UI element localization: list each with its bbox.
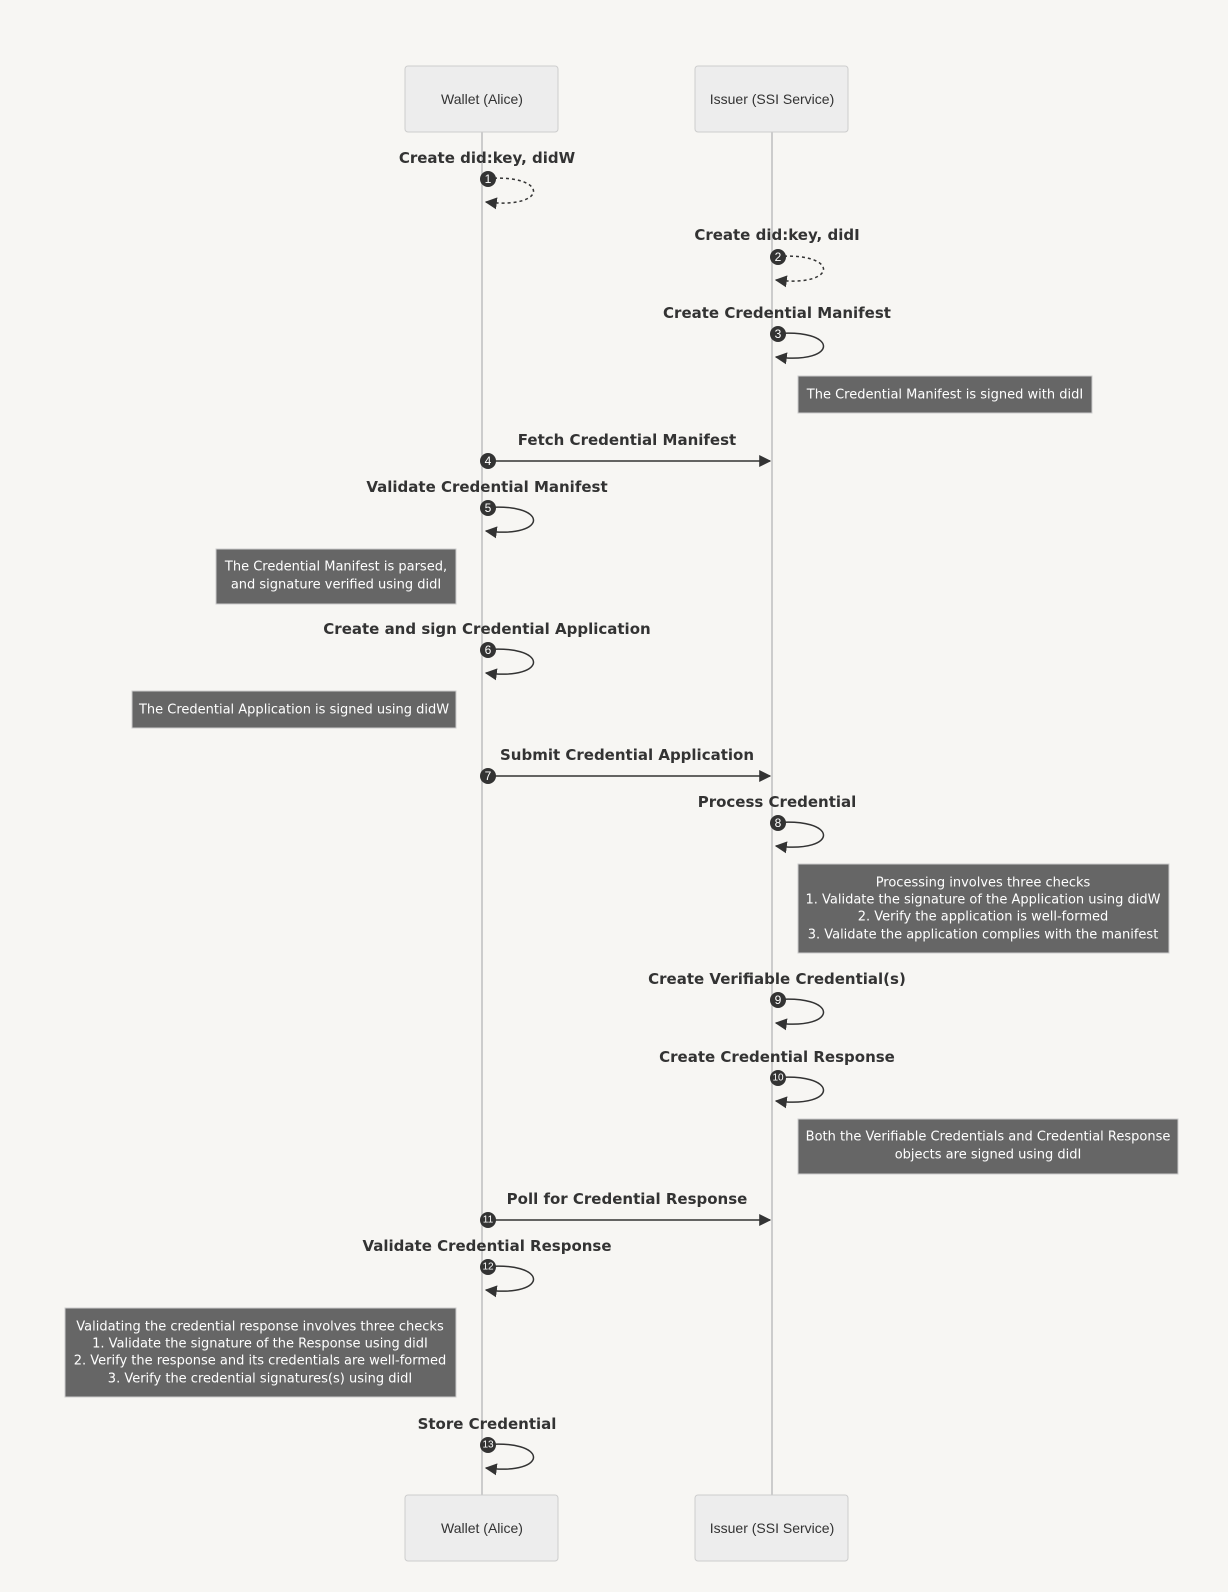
note-line: Both the Verifiable Credentials and Cred…	[806, 1130, 1171, 1145]
wallet-actor-bottom: Wallet (Alice)	[404, 1494, 559, 1562]
step-badge	[480, 1437, 496, 1453]
note-line: 2. Verify the response and its credentia…	[74, 1354, 447, 1369]
message-5: Validate Credential Manifest 5	[366, 478, 608, 539]
message-label: Create did:key, didW	[399, 149, 576, 167]
step-number: 6	[485, 643, 492, 657]
message-arrow	[481, 506, 535, 539]
note-manifest-signed: The Credential Manifest is signed with d…	[797, 375, 1093, 414]
step-badge	[480, 768, 496, 784]
step-badge	[770, 249, 786, 265]
step-badge	[480, 1212, 496, 1228]
message-10: Create Credential Response 10	[659, 1048, 895, 1109]
note-line: Validating the credential response invol…	[76, 1320, 444, 1335]
message-1: Create did:key, didW 1	[399, 149, 576, 210]
wallet-actor-label: Wallet (Alice)	[441, 91, 523, 107]
step-number: 8	[775, 816, 782, 830]
message-9: Create Verifiable Credential(s) 9	[648, 970, 906, 1031]
message-label: Create did:key, didI	[694, 226, 859, 244]
step-number: 1	[485, 172, 492, 186]
issuer-actor-label: Issuer (SSI Service)	[710, 91, 834, 107]
note-response-checks: Validating the credential response invol…	[64, 1307, 457, 1398]
step-number: 3	[775, 327, 782, 341]
message-13: Store Credential 13	[418, 1415, 557, 1476]
note-line: The Credential Application is signed usi…	[138, 703, 449, 718]
note-line: 3. Validate the application complies wit…	[808, 928, 1159, 943]
message-label: Poll for Credential Response	[507, 1190, 748, 1208]
issuer-actor-top: Issuer (SSI Service)	[694, 65, 849, 133]
step-badge	[480, 500, 496, 516]
message-2: Create did:key, didI 2	[694, 226, 860, 288]
note-line: 2. Verify the application is well-formed	[858, 910, 1108, 925]
message-arrow	[771, 1076, 825, 1109]
note-manifest-parsed: The Credential Manifest is parsed, and s…	[215, 548, 457, 605]
step-badge	[480, 1259, 496, 1275]
wallet-actor-label: Wallet (Alice)	[441, 1520, 523, 1536]
message-label: Create Credential Response	[659, 1048, 895, 1066]
message-label: Create Credential Manifest	[663, 304, 891, 322]
note-line: 1. Validate the signature of the Respons…	[92, 1337, 428, 1352]
note-line: The Credential Manifest is signed with d…	[806, 388, 1083, 403]
note-line: 3. Verify the credential signatures(s) u…	[108, 1372, 412, 1387]
message-label: Validate Credential Manifest	[366, 478, 607, 496]
message-label: Fetch Credential Manifest	[518, 431, 736, 449]
step-badge	[770, 1070, 786, 1086]
message-label: Process Credential	[698, 793, 857, 811]
note-line: 1. Validate the signature of the Applica…	[805, 893, 1160, 908]
message-label: Validate Credential Response	[362, 1237, 611, 1255]
step-number: 9	[775, 993, 782, 1007]
issuer-actor-bottom: Issuer (SSI Service)	[694, 1494, 849, 1562]
step-badge	[770, 815, 786, 831]
message-arrow	[481, 1265, 535, 1298]
step-badge	[480, 642, 496, 658]
issuer-actor-label: Issuer (SSI Service)	[710, 1520, 834, 1536]
step-number: 4	[485, 454, 492, 468]
step-badge	[480, 171, 496, 187]
message-arrow	[771, 332, 825, 365]
note-line: and signature verified using didI	[231, 578, 441, 593]
step-number: 11	[483, 1215, 494, 1226]
message-6: Create and sign Credential Application 6	[323, 620, 651, 681]
step-number: 10	[772, 1073, 784, 1084]
message-12: Validate Credential Response 12	[362, 1237, 612, 1298]
note-processing-checks: Processing involves three checks 1. Vali…	[797, 863, 1170, 954]
message-7: Submit Credential Application 7	[480, 746, 772, 784]
message-4: Fetch Credential Manifest 4	[480, 431, 772, 469]
message-arrow	[771, 998, 825, 1031]
note-line: The Credential Manifest is parsed,	[224, 560, 447, 575]
wallet-actor-top: Wallet (Alice)	[404, 65, 559, 133]
message-label: Store Credential	[418, 1415, 557, 1433]
step-badge	[480, 453, 496, 469]
step-badge	[770, 992, 786, 1008]
step-badge	[770, 326, 786, 342]
message-arrow	[481, 177, 535, 210]
step-number: 13	[482, 1440, 494, 1451]
note-application-signed: The Credential Application is signed usi…	[131, 690, 457, 729]
message-8: Process Credential 8	[698, 793, 857, 854]
note-line: objects are signed using didI	[895, 1148, 1082, 1163]
step-number: 12	[482, 1262, 494, 1273]
step-number: 5	[485, 501, 492, 515]
message-arrow	[481, 648, 535, 681]
message-arrow	[771, 255, 825, 288]
message-arrow	[481, 1443, 535, 1476]
message-label: Submit Credential Application	[500, 746, 754, 764]
note-response-signed: Both the Verifiable Credentials and Cred…	[797, 1118, 1179, 1175]
message-3: Create Credential Manifest 3	[663, 304, 891, 365]
step-number: 7	[485, 769, 492, 783]
message-label: Create and sign Credential Application	[323, 620, 650, 638]
note-line: Processing involves three checks	[876, 876, 1091, 891]
message-label: Create Verifiable Credential(s)	[648, 970, 906, 988]
step-number: 2	[775, 250, 782, 264]
message-arrow	[771, 821, 825, 854]
message-11: Poll for Credential Response 11	[480, 1190, 772, 1228]
